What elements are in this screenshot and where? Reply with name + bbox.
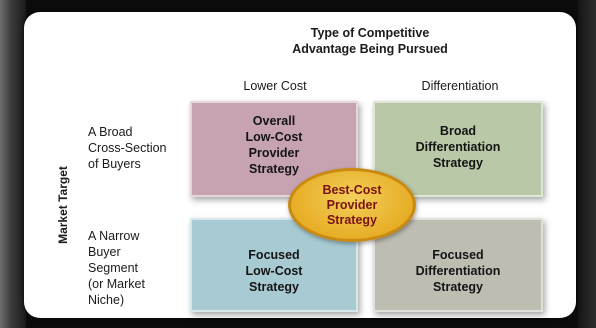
- row-label-broad: A Broad Cross-Section of Buyers: [88, 125, 167, 171]
- oval-best-cost-provider: Best-Cost Provider Strategy: [288, 168, 416, 242]
- column-label-differentiation: Differentiation: [421, 79, 499, 93]
- photo-edge-left: [0, 0, 26, 328]
- row-label-narrow: A Narrow Buyer Segment (or Market Niche): [88, 229, 145, 307]
- photo-edge-right: [578, 0, 596, 328]
- column-label-lower-cost: Lower Cost: [243, 79, 307, 93]
- box-overall-low-cost-provider: Overall Low-Cost Provider Strategy: [190, 101, 358, 197]
- box-focused-differentiation: Focused Differentiation Strategy: [373, 218, 543, 312]
- axis-title-competitive-advantage: Type of Competitive Advantage Being Purs…: [292, 26, 448, 56]
